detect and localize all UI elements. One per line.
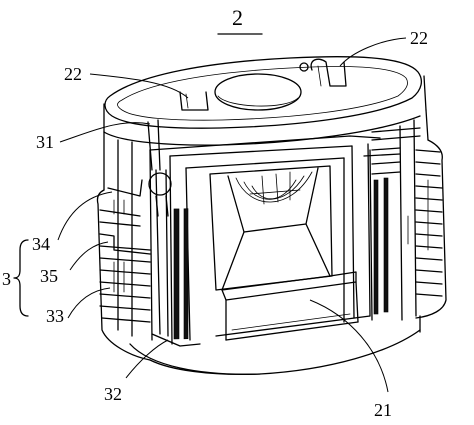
label-34: 34 — [32, 234, 50, 254]
leader-21 — [309, 299, 389, 393]
label-33: 33 — [46, 306, 64, 326]
leader-34 — [57, 191, 113, 241]
leader-22-left — [89, 73, 189, 99]
inner-cavity — [209, 165, 333, 291]
leaders — [57, 37, 407, 393]
slot-22-right — [299, 58, 347, 87]
figure-number: 2 — [232, 5, 243, 30]
brace-3 — [13, 239, 29, 317]
rail-32-left — [151, 169, 201, 347]
leader-32 — [125, 339, 169, 379]
left-fins — [96, 179, 151, 361]
rail-right — [369, 149, 389, 321]
right-fins — [363, 127, 447, 319]
leader-33 — [67, 287, 111, 319]
label-31: 31 — [36, 132, 54, 152]
body-left-side — [103, 131, 133, 337]
label-22-left: 22 — [64, 64, 82, 84]
leader-35 — [69, 241, 109, 271]
label-35: 35 — [40, 266, 58, 286]
pivot-31 — [147, 119, 172, 217]
leader-31 — [59, 122, 151, 143]
label-3: 3 — [2, 269, 11, 289]
label-32: 32 — [104, 384, 122, 404]
front-frame — [149, 135, 381, 345]
label-21: 21 — [374, 400, 392, 420]
central-hole — [214, 73, 302, 111]
bottom-platform — [215, 271, 371, 341]
base-rim — [129, 315, 421, 376]
leader-22-right — [339, 37, 407, 67]
label-22-right: 22 — [410, 28, 428, 48]
body-right-side — [399, 109, 429, 321]
